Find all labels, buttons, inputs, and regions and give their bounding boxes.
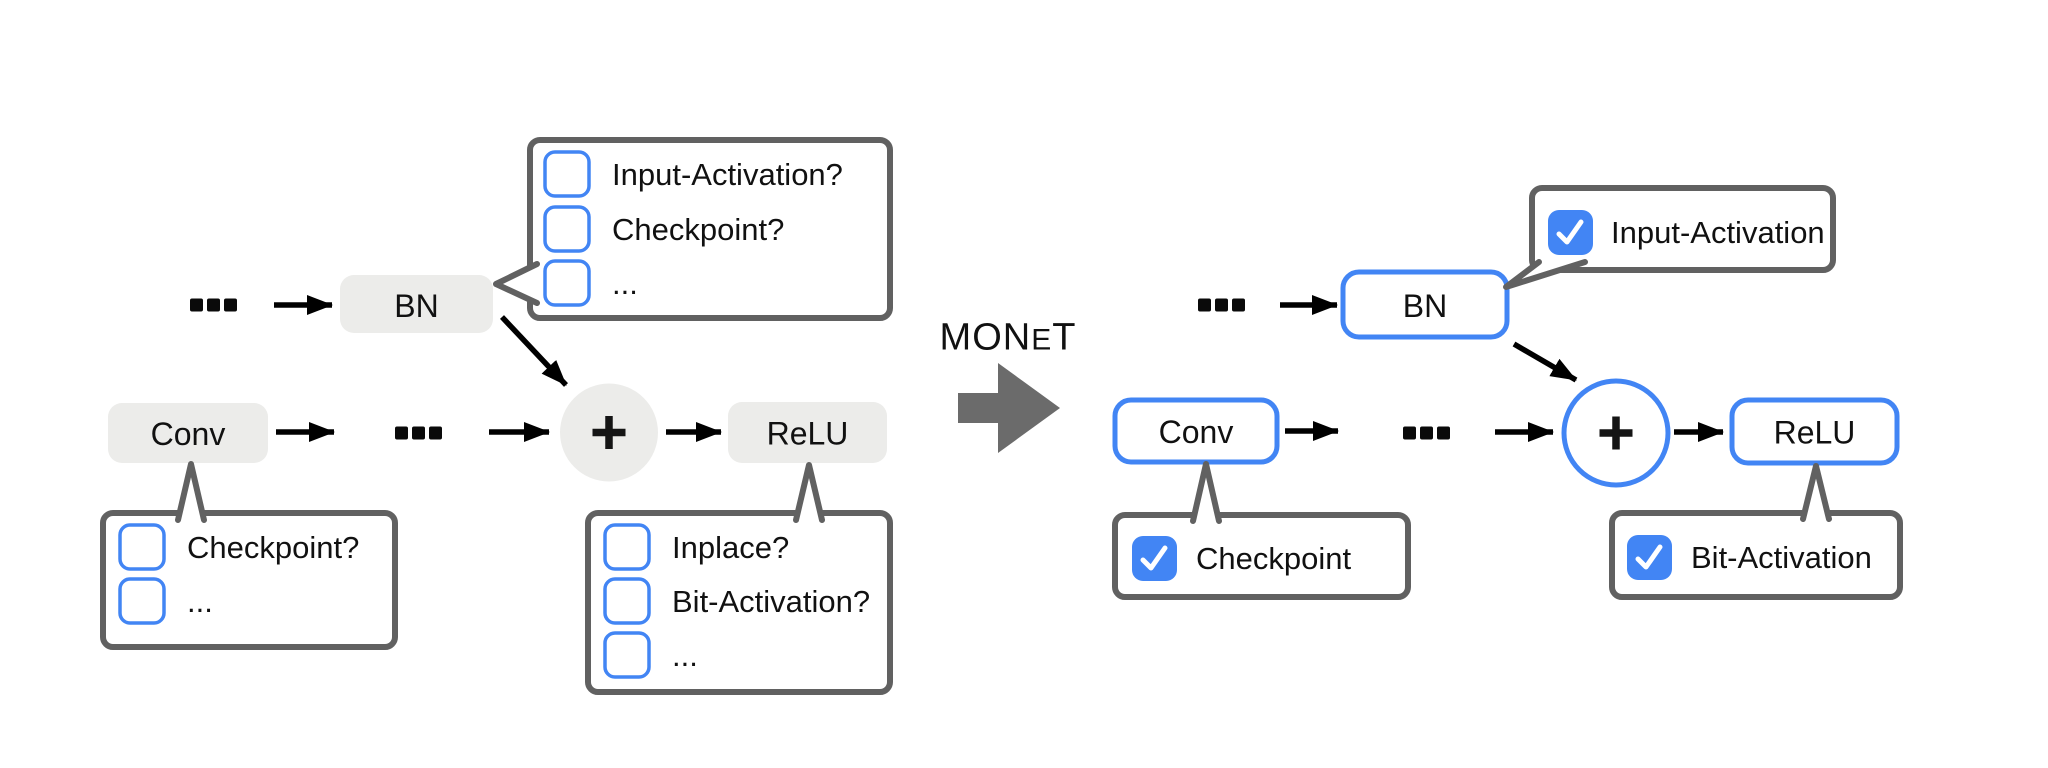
option-label: Bit-Activation [1691,540,1872,575]
bn-label: BN [394,288,438,324]
option-label: ... [612,266,638,301]
option-label: Checkpoint [1196,541,1351,576]
relu-label: ReLU [767,416,849,452]
option-label: ... [672,638,698,673]
conv-callout-tail [1190,461,1222,524]
bn-callout-tail [493,261,540,306]
bn-label: BN [1403,288,1447,324]
relu-callout [585,510,893,695]
check-icon [1140,545,1168,571]
option-label: Input-Activation [1611,215,1825,250]
checkbox-unchecked [603,523,651,571]
relu-callout [1609,510,1903,600]
option-label: ... [187,584,213,619]
left-graph: BN Input-Activation? Checkpoint? ... Con… [100,137,893,695]
bn-callout [527,137,893,321]
checkbox-unchecked [118,577,166,625]
monet-arrow-icon [958,363,1060,453]
option-label: Input-Activation? [612,157,843,192]
conv-callout [1112,512,1411,600]
relu-label: ReLU [1774,415,1856,451]
ellipsis-dots [190,298,237,312]
conv-node [108,403,268,463]
checkbox-unchecked [543,259,591,307]
option-label: Inplace? [672,530,789,565]
checkbox-checked [1132,536,1177,581]
option-label: Bit-Activation? [672,584,870,619]
bn-node [340,275,493,333]
check-icon [1556,219,1584,245]
checkbox-checked [1548,210,1593,255]
right-graph: BN Input-Activation Conv ReLU [1112,185,1903,600]
plus-node [560,383,658,482]
relu-callout-tail [1800,463,1832,522]
option-label: Checkpoint? [612,212,784,247]
bn-callout [1529,185,1836,273]
bn-node [1340,269,1510,340]
monet-label: MONET [940,316,1077,358]
checkbox-unchecked [603,631,651,679]
ellipsis-dots [1198,298,1245,312]
conv-callout [100,510,398,650]
conv-label: Conv [1159,414,1234,450]
plus-node [1561,378,1671,488]
ellipsis-dots [1403,426,1450,440]
checkbox-unchecked [543,205,591,253]
conv-label: Conv [151,416,226,452]
checkbox-checked [1627,535,1672,580]
conv-node [1112,397,1280,465]
checkbox-unchecked [603,577,651,625]
checkbox-unchecked [118,523,166,571]
relu-node [728,402,887,463]
bn-callout-tail [1503,259,1588,290]
ellipsis-dots [395,426,442,440]
bn-plus-arrow [1512,341,1578,383]
checkbox-unchecked [543,150,591,198]
relu-node [1729,397,1900,466]
relu-callout-tail [793,462,825,523]
conv-callout-tail [175,461,207,523]
monet-transform: MONET [940,316,1077,453]
option-label: Checkpoint? [187,530,359,565]
bn-plus-arrow [499,315,569,387]
check-icon [1635,544,1663,570]
